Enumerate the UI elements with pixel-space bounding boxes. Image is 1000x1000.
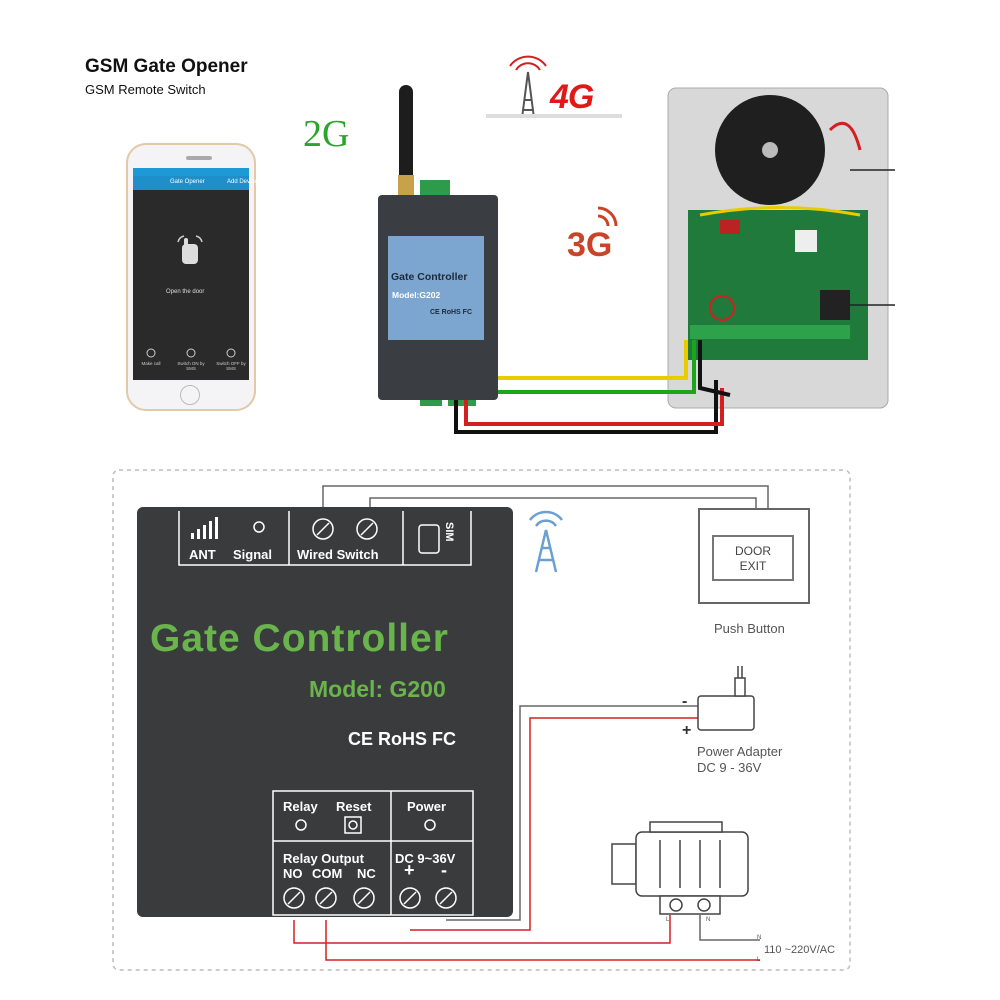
adapter-plus-sign: + <box>682 722 692 739</box>
wired-switch-screws[interactable] <box>312 518 378 540</box>
network-4g-label: 4G <box>550 78 594 116</box>
motor-terminal-l: L <box>666 917 670 923</box>
dc-minus-label: - <box>441 860 447 880</box>
network-3g-label: 3G <box>567 226 613 264</box>
signal-light-icon <box>253 521 265 533</box>
switch-on-icon[interactable] <box>186 348 196 358</box>
page-title: GSM Gate Opener <box>85 56 248 77</box>
dc-plus-label: + <box>404 860 415 880</box>
wiring-diagram <box>112 469 851 971</box>
phone-toolbar-icons <box>146 348 236 358</box>
door-exit-text-line1: DOOR <box>735 544 771 558</box>
relay-label: Relay <box>283 799 318 814</box>
hand-press-icon[interactable] <box>170 232 210 272</box>
motor-icon <box>611 821 749 915</box>
wave-3g-icon <box>597 206 618 227</box>
diagram-frame <box>112 469 851 971</box>
phone-app-title: Gate Opener <box>170 179 205 185</box>
com-terminal-label: COM <box>312 866 343 881</box>
antenna-icon <box>399 85 413 200</box>
door-exit-text-line2: EXIT <box>739 559 767 573</box>
phone-screen <box>133 168 249 380</box>
controller-panel-lines <box>178 511 474 916</box>
relay-light-icon <box>295 819 307 831</box>
highlight-circle <box>709 295 735 321</box>
controller-model: Model: G200 <box>309 676 446 702</box>
top-illustration <box>398 55 895 434</box>
antenna-bars-icon <box>191 517 218 539</box>
door-exit-plate <box>712 535 794 581</box>
relay-output-label: Relay Output <box>283 851 364 866</box>
sim-label: SIM <box>443 522 455 542</box>
power-adapter-voltage: DC 9 - 36V <box>697 760 762 775</box>
controller-title: Gate Controller <box>150 617 449 660</box>
gsm-device-certs: CE RoHS FC <box>430 309 472 316</box>
phone-status-bar <box>133 168 249 176</box>
phone-speaker <box>186 156 212 160</box>
cell-tower-icon <box>529 510 563 573</box>
phone-app-bar <box>133 176 249 190</box>
dc-input-label: DC 9~36V <box>395 851 456 866</box>
tower-4g-base <box>486 114 622 118</box>
power-light-icon <box>424 819 436 831</box>
reset-button-icon[interactable] <box>344 816 362 834</box>
ac-voltage-label: 110 ~220V/AC <box>764 944 836 956</box>
power-label: Power <box>407 799 447 814</box>
controller-certs: CE RoHS FC <box>348 729 456 749</box>
page-subtitle: GSM Remote Switch <box>85 82 206 97</box>
no-terminal-label: NO <box>283 866 303 881</box>
sim-slot-icon[interactable] <box>418 524 440 554</box>
motor-terminal-n: N <box>706 917 711 923</box>
wired-switch-label: Wired Switch <box>297 547 379 562</box>
network-2g-label: 2G <box>303 113 350 155</box>
door-exit-push-button[interactable] <box>698 508 810 604</box>
phone-add-device-button[interactable]: Add Device <box>227 179 258 185</box>
toolbar-switch-on[interactable]: Switch ON by SMS <box>177 361 205 371</box>
gsm-device-panel <box>388 236 484 340</box>
open-door-label: Open the door <box>166 289 205 295</box>
gate-controller-g200 <box>137 507 513 917</box>
signal-label: Signal <box>233 547 273 562</box>
adapter-minus-sign: - <box>682 693 688 710</box>
switch-off-icon[interactable] <box>226 348 236 358</box>
power-adapter-icon <box>697 666 755 731</box>
push-button-label: Push Button <box>714 621 785 636</box>
toolbar-switch-off[interactable]: Switch OFF by SMS <box>216 361 246 371</box>
make-call-icon[interactable] <box>146 348 156 358</box>
gsm-device-title: Gate Controller <box>391 271 468 283</box>
ac-terminal-n: N <box>757 935 762 941</box>
ac-terminal-l: L <box>757 957 761 963</box>
nc-terminal-label: NC <box>357 866 376 881</box>
output-screw-terminals[interactable] <box>283 887 457 909</box>
tower-4g-icon <box>509 55 547 119</box>
gsm-device-model: Model:G202 <box>392 290 441 300</box>
power-adapter-label: Power Adapter <box>697 744 783 759</box>
toolbar-make-call[interactable]: Make call <box>141 361 161 366</box>
reset-label: Reset <box>336 799 372 814</box>
phone-home-button[interactable] <box>180 385 200 405</box>
ant-label: ANT <box>189 547 216 562</box>
